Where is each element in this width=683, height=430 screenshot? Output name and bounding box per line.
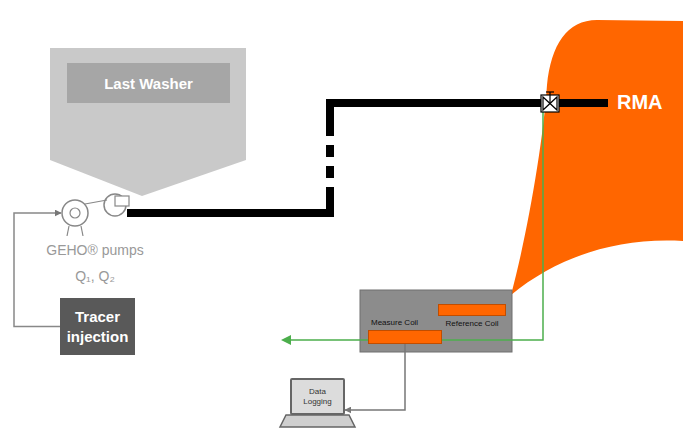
signal-line bbox=[290, 112, 543, 340]
washer-hopper bbox=[50, 48, 246, 196]
label-text: Last Washer bbox=[104, 75, 193, 92]
pump-icon bbox=[45, 190, 145, 238]
signal-arrowhead bbox=[281, 335, 291, 345]
label-text: Data Logging bbox=[294, 387, 341, 406]
instrument-housing bbox=[360, 290, 512, 352]
label-text: Reference Coil bbox=[438, 319, 506, 328]
pipe-gap bbox=[322, 157, 338, 166]
coil-bar bbox=[368, 330, 442, 344]
pump-group: GEHO® pumpsQ₁, Q₂ bbox=[45, 190, 145, 290]
washer-label-box: Last Washer bbox=[67, 63, 230, 103]
label-text: Tracer injection bbox=[63, 307, 132, 346]
pipe-gap bbox=[322, 178, 338, 187]
valve-symbol bbox=[541, 92, 559, 112]
laptop-base bbox=[280, 415, 355, 427]
coil-bar bbox=[438, 304, 506, 316]
tracer-feed-line bbox=[14, 213, 61, 327]
data-line bbox=[345, 344, 405, 410]
tracer-box: Tracer injection bbox=[60, 298, 135, 355]
label-text: Q₁, Q₂ bbox=[45, 264, 145, 290]
measure-coil: Measure Coil bbox=[368, 318, 442, 344]
data-logging-screen: Data Logging bbox=[290, 378, 345, 415]
label-text: Measure Coil bbox=[368, 318, 442, 327]
pipe-gap bbox=[322, 136, 338, 145]
rma-outline bbox=[505, 15, 683, 305]
label-text: GEHO® pumps bbox=[45, 238, 145, 264]
reference-coil: Reference Coil bbox=[438, 304, 506, 328]
label-text: RMA bbox=[617, 91, 663, 114]
rma-area: RMA bbox=[505, 15, 683, 305]
